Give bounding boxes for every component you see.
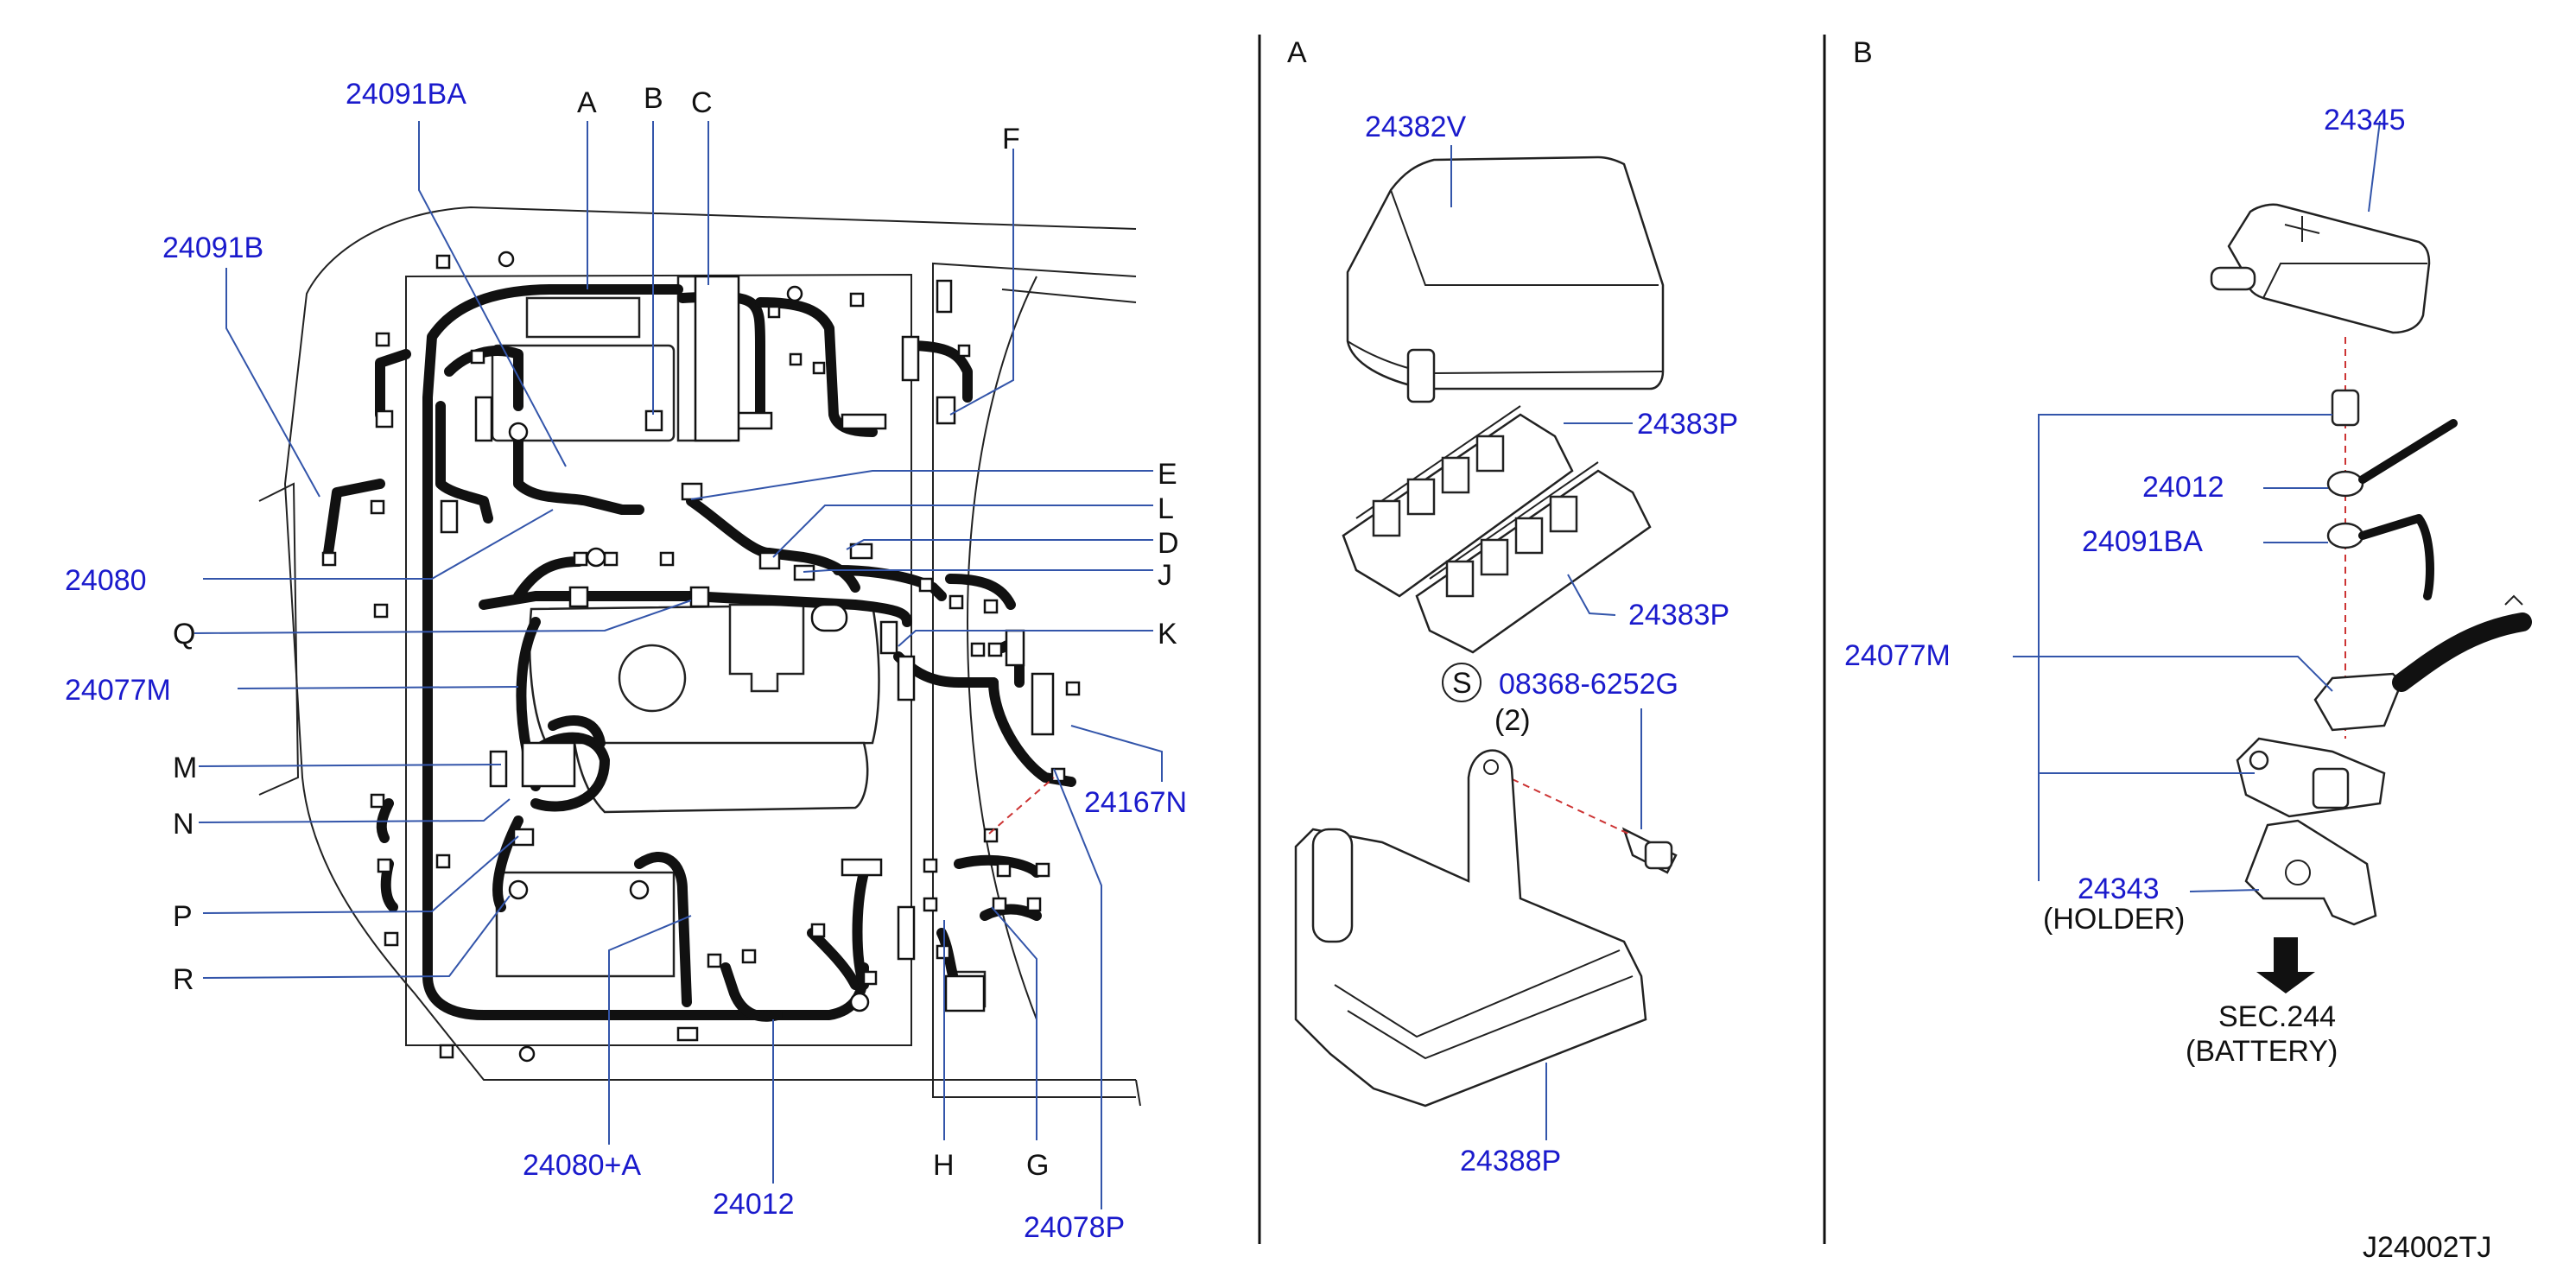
label-f: F bbox=[1002, 123, 1020, 155]
terminal-cover bbox=[2210, 203, 2431, 334]
fuse-block-cover bbox=[1346, 155, 1665, 403]
engine-bay-outline bbox=[258, 206, 1141, 1107]
label-m: M bbox=[173, 752, 197, 784]
label-k: K bbox=[1158, 618, 1177, 651]
label-24091ba: 24091BA bbox=[346, 78, 466, 111]
label-g: G bbox=[1026, 1149, 1049, 1182]
label-24091b: 24091B bbox=[162, 232, 263, 264]
fuse-holder-bottom bbox=[1415, 461, 1652, 654]
label-24078p: 24078P bbox=[1024, 1211, 1125, 1244]
label-c: C bbox=[691, 86, 713, 119]
label-l: L bbox=[1158, 492, 1174, 525]
label-08368: 08368-6252G bbox=[1499, 668, 1678, 701]
label-24012-b: 24012 bbox=[2142, 471, 2224, 504]
label-24091ba-b: 24091BA bbox=[2082, 525, 2203, 558]
diagram-code: J24002TJ bbox=[2363, 1231, 2491, 1264]
label-24343: 24343 bbox=[2078, 873, 2160, 905]
label-24382v: 24382V bbox=[1365, 111, 1467, 143]
battery-clamp bbox=[2236, 737, 2386, 818]
label-24080: 24080 bbox=[65, 564, 147, 597]
label-24167n: 24167N bbox=[1084, 786, 1187, 819]
label-e: E bbox=[1158, 458, 1177, 491]
down-arrow-icon bbox=[2256, 937, 2315, 993]
battery-cable-24077m bbox=[2313, 594, 2532, 732]
label-24345: 24345 bbox=[2324, 104, 2406, 136]
label-24383p-bottom: 24383P bbox=[1628, 599, 1729, 631]
label-24383p-top: 24383P bbox=[1637, 408, 1738, 441]
engine-components bbox=[491, 275, 987, 1008]
label-b: B bbox=[644, 82, 663, 115]
label-s-symbol: S bbox=[1452, 667, 1472, 700]
panel-a-labels: 24382V 24383P 24383P S 08368-6252G (2) 2… bbox=[1365, 111, 1738, 1177]
panel-b-labels: 24345 24012 24091BA 24077M 24343 (HOLDER… bbox=[1844, 104, 2406, 1068]
nut bbox=[2331, 389, 2360, 427]
harness-connectors bbox=[321, 251, 1081, 1063]
label-24012: 24012 bbox=[713, 1188, 795, 1221]
battery-holder bbox=[2244, 819, 2377, 926]
label-h: H bbox=[933, 1149, 955, 1182]
label-r: R bbox=[173, 963, 194, 996]
ring-terminal-24091ba bbox=[2326, 514, 2434, 600]
leader-24345 bbox=[2368, 120, 2381, 213]
label-sec244: SEC.244 bbox=[2218, 1000, 2336, 1033]
label-24080a: 24080+A bbox=[523, 1149, 641, 1182]
label-24388p: 24388P bbox=[1460, 1145, 1561, 1177]
panel-a-title: A bbox=[1287, 36, 1307, 69]
label-p: P bbox=[173, 900, 193, 933]
ring-terminal-24012 bbox=[2326, 419, 2458, 498]
label-j: J bbox=[1158, 559, 1172, 592]
main-leader-lines bbox=[194, 121, 1163, 1209]
label-battery: (BATTERY) bbox=[2186, 1035, 2338, 1068]
label-q: Q bbox=[173, 618, 195, 651]
label-qty: (2) bbox=[1494, 704, 1531, 737]
label-n: N bbox=[173, 808, 194, 841]
leader-24383p-bottom bbox=[1567, 574, 1616, 616]
main-labels: 24091BA A B C F 24091B E L D J 24080 Q K… bbox=[65, 78, 1187, 1244]
label-24077m-b: 24077M bbox=[1844, 639, 1951, 672]
panel-b-leader-lines bbox=[2013, 414, 2333, 892]
fuse-block-base bbox=[1294, 749, 1647, 1107]
label-24077m: 24077M bbox=[65, 674, 171, 707]
panel-b-title: B bbox=[1853, 36, 1873, 69]
label-a: A bbox=[577, 86, 597, 119]
label-d: D bbox=[1158, 527, 1179, 560]
fuse-holder-top bbox=[1342, 405, 1574, 598]
label-holder: (HOLDER) bbox=[2043, 903, 2185, 936]
